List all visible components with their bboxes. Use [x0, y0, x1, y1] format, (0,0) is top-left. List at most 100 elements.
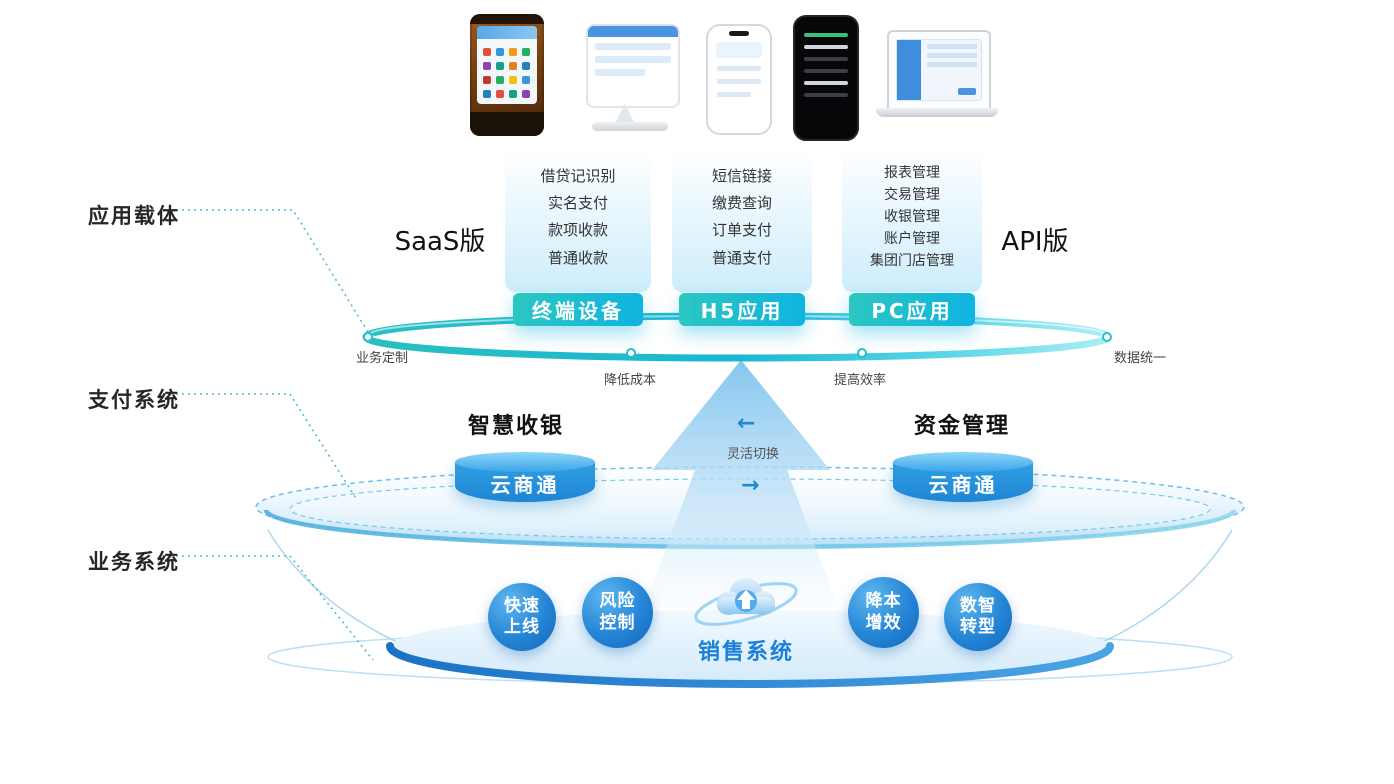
screen-line [717, 66, 761, 71]
feature-item: 账户管理 [884, 231, 940, 247]
cylinder-top [455, 452, 595, 472]
feature-item: 订单支付 [711, 221, 772, 239]
screen-line [804, 45, 848, 49]
benefit-bubble-quick-launch: 快速 上线 [488, 583, 556, 651]
upward-arrow [644, 360, 838, 608]
screen-line [927, 53, 977, 58]
feature-item: 借贷记识别 [540, 167, 616, 185]
laptop-window [896, 39, 982, 101]
cash-register-stand [616, 104, 634, 122]
ring-node [1102, 332, 1112, 342]
pos-keypad-area [470, 112, 544, 136]
benefit-bubble-cost-efficiency: 降本 增效 [848, 577, 919, 648]
screen-line [927, 44, 977, 49]
screen-line [804, 69, 848, 73]
cash-register-screen [586, 24, 680, 108]
phone-notch [729, 31, 749, 36]
screen-line [717, 92, 752, 97]
pos-app-grid [483, 48, 491, 56]
laptop-image [876, 30, 998, 127]
fund-management-title: 资金管理 [913, 414, 1010, 439]
api-edition-label: API版 [1001, 227, 1069, 257]
smart-cashier-title: 智慧收银 [467, 414, 564, 439]
screen-line [804, 57, 848, 61]
layer-label-payment-system: 支付系统 [88, 388, 180, 412]
benefit-bubble-risk-control: 风险 控制 [582, 577, 653, 648]
laptop-screen [887, 30, 991, 110]
ring-label-cost-reduction: 降低成本 [604, 373, 657, 388]
laptop-base [876, 108, 998, 117]
layer-label-app-carrier: 应用载体 [88, 204, 180, 228]
feature-item: 普通收款 [547, 249, 608, 267]
screen-line [595, 43, 671, 50]
leader-line-app [170, 209, 369, 333]
leader-line-payment [170, 393, 358, 501]
layer-label-business-system: 业务系统 [88, 550, 180, 574]
cash-register-header [588, 26, 678, 37]
pos-camera-strip [470, 14, 544, 24]
pc-app-badge: PC应用 [849, 293, 975, 326]
feature-item: 报表管理 [884, 165, 940, 181]
smartphone-dark-image [793, 15, 859, 141]
bubble-line: 控制 [599, 612, 636, 633]
column-glow [672, 150, 812, 292]
screen-line [804, 81, 848, 85]
flexible-switch-label: 灵活切换 [726, 447, 779, 462]
pos-terminal-image [470, 14, 544, 136]
cylinder-label: 云商通 [490, 473, 560, 497]
screen-line [927, 62, 977, 67]
terminal-device-badge: 终端设备 [513, 293, 643, 326]
laptop-window-button [958, 88, 976, 95]
screen-line [717, 79, 761, 84]
switch-right-arrow-icon: → [741, 473, 760, 498]
smartphone-light-image [706, 24, 772, 135]
cylinder-top [893, 452, 1033, 472]
feature-item: 实名支付 [547, 194, 608, 212]
feature-item: 款项收款 [547, 221, 608, 239]
cylinder-label: 云商通 [928, 473, 998, 497]
saas-edition-label: SaaS版 [394, 227, 486, 257]
pos-screen-header [477, 26, 537, 39]
ring-node [626, 348, 636, 358]
bubble-line: 增效 [865, 612, 902, 633]
screen-line [595, 69, 645, 76]
cash-register-image [570, 24, 690, 136]
h5-app-badge: H5应用 [679, 293, 805, 326]
screen-line [804, 33, 848, 37]
feature-item: 交易管理 [884, 187, 940, 203]
business-ellipse-arc [386, 642, 1114, 688]
cloud-upload-icon [694, 578, 798, 626]
bubble-line: 上线 [504, 617, 540, 637]
leader-line-business [170, 555, 374, 661]
bubble-line: 快速 [504, 595, 540, 616]
column-glow [842, 146, 982, 292]
ring-label-data-unification: 数据统一 [1114, 351, 1167, 366]
bubble-line: 转型 [960, 617, 996, 637]
cloud-merchant-cylinder-right: 云商通 [893, 452, 1033, 502]
feature-item: 短信链接 [711, 167, 772, 185]
feature-item: 缴费查询 [711, 194, 772, 212]
laptop-window-sidebar [897, 40, 921, 100]
feature-item: 集团门店管理 [870, 253, 954, 269]
switch-left-arrow-icon: ← [737, 411, 756, 436]
ring-node [363, 332, 373, 342]
column-glow [505, 150, 651, 292]
ring-node [857, 348, 867, 358]
pos-screen [477, 26, 537, 104]
feature-item: 收银管理 [884, 209, 940, 225]
pos-body [470, 14, 544, 136]
screen-line [804, 93, 848, 97]
screen-line [595, 56, 671, 63]
cash-register-base [592, 122, 668, 131]
ring-label-efficiency: 提高效率 [834, 373, 887, 388]
ring-label-business-custom: 业务定制 [356, 351, 409, 366]
feature-item: 普通支付 [711, 249, 772, 267]
benefit-bubble-digital-transform: 数智 转型 [944, 583, 1012, 651]
cloud-merchant-cylinder-left: 云商通 [455, 452, 595, 502]
screen-card [716, 42, 762, 58]
sales-system-label: 销售系统 [697, 640, 794, 665]
business-ellipse [390, 610, 1110, 686]
bubble-line: 降本 [865, 591, 902, 612]
